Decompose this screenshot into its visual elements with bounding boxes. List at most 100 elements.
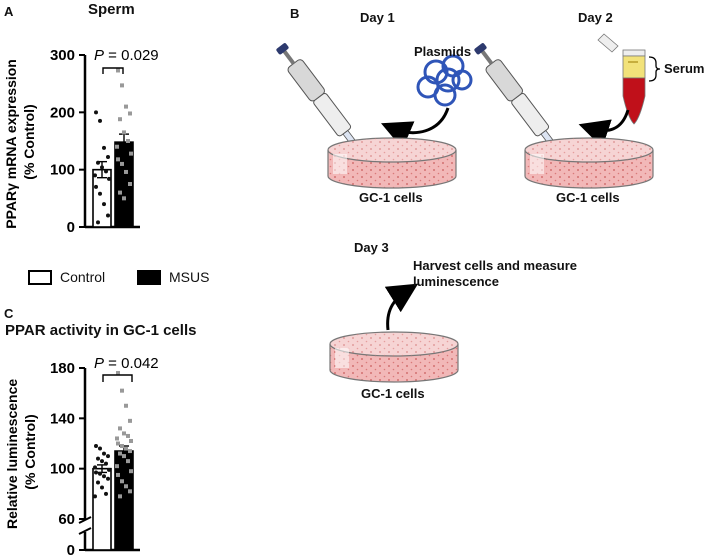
arrow-serum-to-dish: [578, 109, 630, 148]
panel-a-point-msus: [124, 169, 128, 174]
panel-c-y-tick-label: 60: [58, 511, 75, 528]
legend-msus-swatch: [137, 269, 161, 285]
panel-b-letter: B: [290, 6, 300, 21]
panel-c-point-control: [98, 446, 102, 451]
panel-a-point-msus: [116, 157, 120, 162]
panel-c-point-msus: [128, 418, 132, 423]
panel-c-axis-break-mark-2: [78, 527, 92, 535]
panel-c-point-msus: [126, 433, 130, 438]
gc1-cells-label-day1: GC-1 cells: [359, 190, 423, 205]
legend-msus-label: MSUS: [169, 269, 210, 285]
panel-a-y-tick-label: 100: [50, 162, 75, 179]
panel-c-point-control: [93, 494, 97, 499]
panel-c-y-tick-label: 100: [50, 461, 75, 478]
panel-c-point-msus: [115, 436, 119, 441]
panel-a-point-control: [106, 213, 110, 218]
panel-c-point-msus: [118, 494, 122, 499]
panel-c-point-control: [107, 467, 111, 472]
serum-label: Serum: [664, 61, 705, 76]
gc1-cells-label-day3: GC-1 cells: [361, 386, 425, 401]
panel-c-bar-control: [92, 467, 112, 551]
panel-a-point-control: [98, 118, 102, 123]
panel-c-point-msus: [128, 449, 132, 454]
panel-c-point-msus: [126, 459, 130, 464]
panel-c-title: PPAR activity in GC-1 cells: [5, 322, 197, 339]
panel-c-letter: C: [4, 306, 14, 321]
panel-c-point-control: [102, 474, 106, 479]
panel-a-y-tick-label: 0: [67, 219, 75, 236]
panel-a-point-control: [94, 110, 98, 115]
panel-c-point-control: [100, 485, 104, 490]
panel-a-point-msus: [128, 182, 132, 186]
panel-a-point-msus: [120, 83, 124, 88]
panel-c-point-control: [102, 451, 106, 456]
panel-c-point-control: [98, 471, 102, 476]
panel-a-point-msus: [120, 161, 124, 166]
panel-c-point-msus: [129, 469, 133, 474]
panel-a-point-msus: [122, 196, 126, 201]
plasmids-icon: [416, 54, 473, 107]
day3-label: Day 3: [354, 240, 389, 255]
panel-a-point-control: [94, 184, 98, 189]
panel-c-point-msus: [120, 388, 124, 393]
dish-day2-icon: [524, 137, 654, 189]
harvest-label-line1: Harvest cells and measure: [413, 258, 578, 273]
panel-c-point-msus: [122, 454, 126, 459]
panel-c-point-control: [93, 465, 97, 470]
panel-a-point-control: [100, 165, 104, 170]
panel-a-point-msus: [124, 104, 128, 109]
panel-a-p-value: P = 0.029: [94, 47, 159, 64]
panel-c-point-control: [106, 476, 110, 481]
plasmids-label: Plasmids: [414, 44, 472, 59]
panel-a-point-control: [106, 155, 110, 160]
panel-a-point-control: [96, 220, 100, 225]
panel-a-point-control: [104, 169, 108, 174]
panel-a-point-control: [93, 173, 97, 178]
panel-c-significance-bracket: [102, 374, 133, 382]
panel-c-y-tick-label: 180: [50, 360, 75, 377]
gc1-cells-label-day2: GC-1 cells: [556, 190, 620, 205]
panel-c-point-msus: [120, 479, 124, 484]
panel-b-schematic: [276, 33, 661, 383]
panel-c-point-msus: [129, 438, 133, 443]
panel-c-point-msus: [128, 489, 132, 494]
panel-a-point-control: [107, 176, 111, 181]
panel-c-point-msus: [115, 464, 119, 469]
panel-a-point-msus: [129, 151, 133, 156]
panel-a-y-tick-label: 300: [50, 47, 75, 64]
panel-a-point-msus: [115, 144, 119, 149]
panel-c-point-control: [104, 461, 108, 466]
panel-c-p-value: P = 0.042: [94, 355, 159, 372]
day1-label: Day 1: [360, 10, 395, 25]
panel-c-point-control: [100, 459, 104, 464]
panel-c-y-tick-label: 0: [67, 542, 75, 558]
panel-c-point-msus: [118, 426, 122, 431]
panel-a-point-msus: [126, 139, 130, 143]
panel-a-point-msus: [118, 117, 122, 122]
arrow-harvest: [384, 283, 419, 331]
panel-a-point-control: [96, 160, 100, 165]
panel-c-point-msus: [116, 441, 120, 446]
panel-a-title: Sperm: [88, 1, 135, 18]
panel-c-point-control: [96, 480, 100, 485]
panel-a-point-msus: [118, 190, 122, 195]
serum-bracket: [648, 56, 661, 82]
panel-c-point-msus: [124, 484, 128, 489]
panel-c-point-control: [94, 470, 98, 475]
panel-c-point-msus: [116, 472, 120, 477]
panel-c-y-tick-label: 140: [50, 410, 75, 427]
panel-a-significance-bracket: [102, 67, 124, 74]
panel-a-point-control: [102, 145, 106, 150]
panel-c-y-label: Relative luminescence (% Control): [4, 375, 38, 529]
panel-c-point-control: [104, 491, 108, 496]
panel-c-point-msus: [124, 403, 128, 408]
panel-c-point-control: [94, 444, 98, 449]
harvest-label-line2: luminescence: [413, 274, 499, 289]
legend-control-swatch: [28, 269, 52, 285]
panel-a-point-control: [98, 191, 102, 196]
panel-a-point-msus: [116, 68, 120, 73]
pipette-day2-icon: [474, 43, 556, 148]
panel-c-point-control: [96, 456, 100, 461]
panel-c-point-msus: [122, 431, 126, 436]
